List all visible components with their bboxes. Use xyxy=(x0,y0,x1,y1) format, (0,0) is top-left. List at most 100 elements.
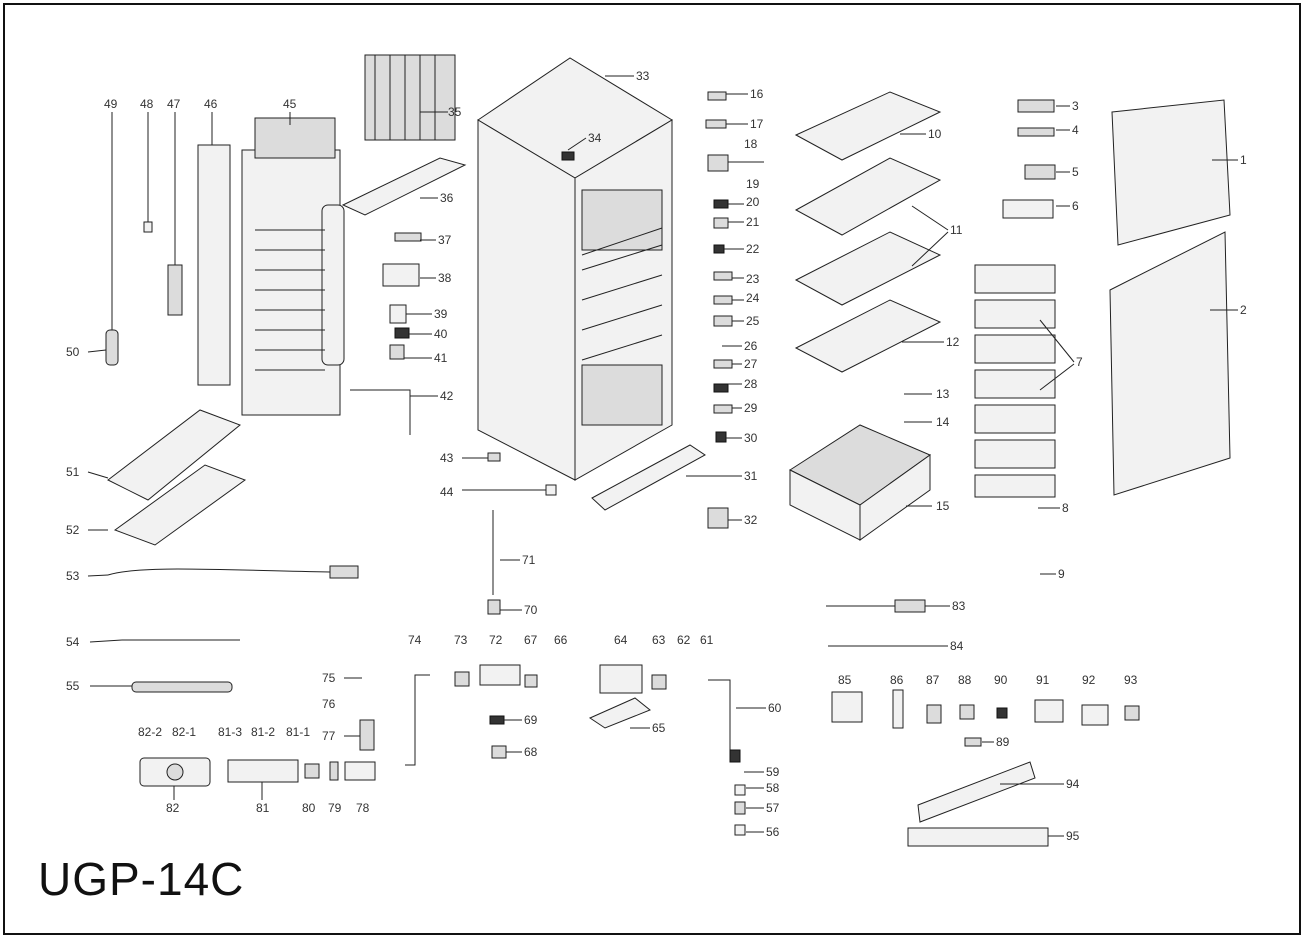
callout-5: 5 xyxy=(1072,165,1079,179)
callout-3: 3 xyxy=(1072,99,1079,113)
callout-65: 65 xyxy=(652,721,666,735)
callout-43: 43 xyxy=(440,451,454,465)
callout-51: 51 xyxy=(66,465,80,479)
callout-36: 36 xyxy=(440,191,454,205)
callout-88: 88 xyxy=(958,673,972,687)
callout-50: 50 xyxy=(66,345,80,359)
callout-57: 57 xyxy=(766,801,780,815)
callout-10: 10 xyxy=(928,127,942,141)
callout-45: 45 xyxy=(283,97,297,111)
callout-17: 17 xyxy=(750,117,764,131)
callout-55: 55 xyxy=(66,679,80,693)
callout-77: 77 xyxy=(322,729,336,743)
callout-44: 44 xyxy=(440,485,454,499)
callout-56: 56 xyxy=(766,825,780,839)
condenser-fins xyxy=(364,54,456,141)
callout-46: 46 xyxy=(204,97,218,111)
callout-69: 69 xyxy=(524,713,538,727)
callout-72: 72 xyxy=(489,633,503,647)
callout-12: 12 xyxy=(946,335,960,349)
callout-31: 31 xyxy=(744,469,758,483)
callout-16: 16 xyxy=(750,87,764,101)
callout-37: 37 xyxy=(438,233,452,247)
callout-78: 78 xyxy=(356,801,370,815)
callout-87: 87 xyxy=(926,673,940,687)
callout-14: 14 xyxy=(936,415,950,429)
callout-92: 92 xyxy=(1082,673,1096,687)
doors xyxy=(1109,99,1231,496)
base-brackets xyxy=(107,409,247,546)
gas-assembly xyxy=(139,510,746,836)
callout-20: 20 xyxy=(746,195,760,209)
callout-9: 9 xyxy=(1058,567,1065,581)
callout-8: 8 xyxy=(1062,501,1069,515)
callout-52: 52 xyxy=(66,523,80,537)
callout-83: 83 xyxy=(952,599,966,613)
callout-62: 62 xyxy=(677,633,691,647)
callout-70: 70 xyxy=(524,603,538,617)
callout-11: 11 xyxy=(950,223,963,237)
callout-30: 30 xyxy=(744,431,758,445)
callout-23: 23 xyxy=(746,272,760,286)
callout-63: 63 xyxy=(652,633,666,647)
callout-4: 4 xyxy=(1072,123,1079,137)
callout-19: 19 xyxy=(746,177,760,191)
callout-40: 40 xyxy=(434,327,448,341)
probe-rods xyxy=(105,140,183,366)
callout-82-2: 82-2 xyxy=(138,725,162,739)
callout-94: 94 xyxy=(1066,777,1080,791)
callout-68: 68 xyxy=(524,745,538,759)
wire-basket xyxy=(788,424,932,541)
callout-7: 7 xyxy=(1076,355,1083,369)
callout-76: 76 xyxy=(322,697,336,711)
callout-39: 39 xyxy=(434,307,448,321)
callout-13: 13 xyxy=(936,387,950,401)
cooling-unit xyxy=(197,117,345,416)
callout-93: 93 xyxy=(1124,673,1138,687)
callout-84: 84 xyxy=(950,639,964,653)
callout-29: 29 xyxy=(744,401,758,415)
callout-18: 18 xyxy=(744,137,758,151)
callout-54: 54 xyxy=(66,635,80,649)
callout-79: 79 xyxy=(328,801,342,815)
callout-91: 91 xyxy=(1036,673,1050,687)
callout-35: 35 xyxy=(448,105,462,119)
callout-1: 1 xyxy=(1240,153,1247,167)
callout-82: 82 xyxy=(166,801,180,815)
callout-34: 34 xyxy=(588,131,602,145)
cords xyxy=(107,565,359,693)
callout-2: 2 xyxy=(1240,303,1247,317)
callout-81: 81 xyxy=(256,801,270,815)
callout-95: 95 xyxy=(1066,829,1080,843)
door-bins xyxy=(974,264,1056,498)
callout-21: 21 xyxy=(746,215,760,229)
callout-27: 27 xyxy=(744,357,758,371)
callout-81-2: 81-2 xyxy=(251,725,275,739)
callout-74: 74 xyxy=(408,633,422,647)
callout-73: 73 xyxy=(454,633,468,647)
callout-82-1: 82-1 xyxy=(172,725,196,739)
glass-shelves xyxy=(794,91,942,373)
callout-49: 49 xyxy=(104,97,118,111)
callout-53: 53 xyxy=(66,569,80,583)
callout-89: 89 xyxy=(996,735,1010,749)
callout-66: 66 xyxy=(554,633,568,647)
callout-25: 25 xyxy=(746,314,760,328)
callout-22: 22 xyxy=(746,242,760,256)
callout-80: 80 xyxy=(302,801,316,815)
misc-parts xyxy=(341,157,729,529)
callout-61: 61 xyxy=(700,633,714,647)
callout-81-3: 81-3 xyxy=(218,725,242,739)
callout-67: 67 xyxy=(524,633,538,647)
callouts: 49 48 47 46 45 50 51 52 53 54 55 35 36 3… xyxy=(66,69,1247,843)
callout-38: 38 xyxy=(438,271,452,285)
callout-58: 58 xyxy=(766,781,780,795)
callout-15: 15 xyxy=(936,499,950,513)
callout-32: 32 xyxy=(744,513,758,527)
callout-26: 26 xyxy=(744,339,758,353)
callout-33: 33 xyxy=(636,69,650,83)
callout-85: 85 xyxy=(838,673,852,687)
callout-41: 41 xyxy=(434,351,448,365)
